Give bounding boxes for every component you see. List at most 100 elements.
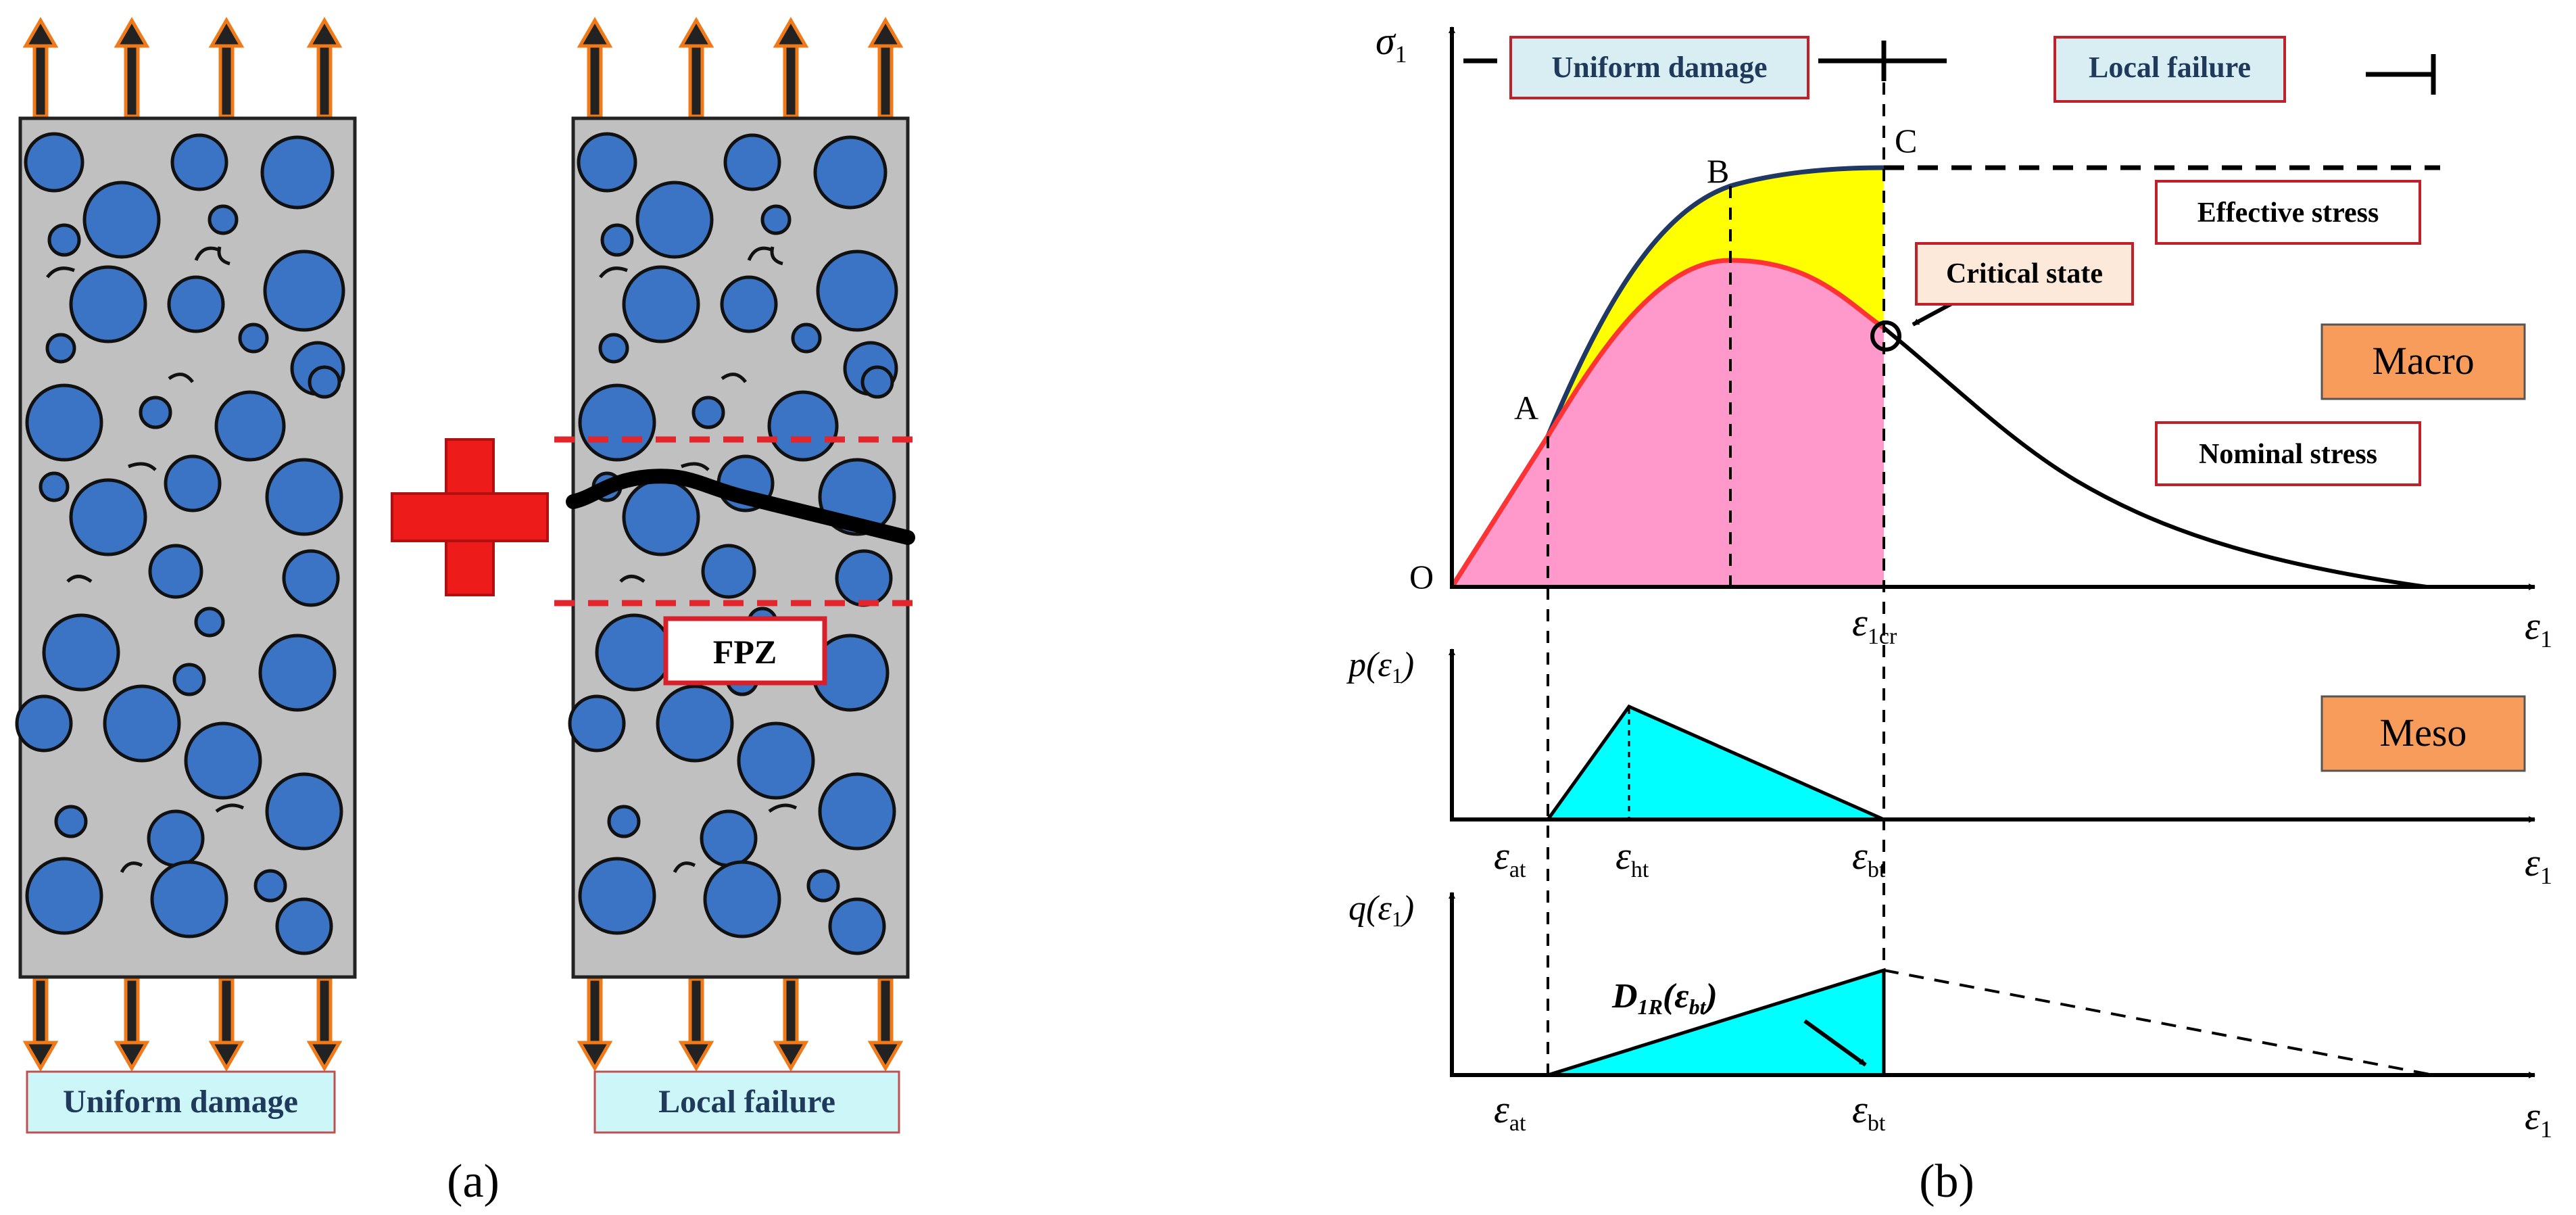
aggregates-left [15, 132, 345, 955]
microcrack [681, 462, 710, 471]
load-arrow [577, 17, 613, 118]
load-arrow [678, 977, 714, 1072]
microcrack [66, 575, 93, 583]
point-b: B [1707, 152, 1729, 190]
aggregate [69, 265, 147, 343]
aggregate [260, 135, 335, 210]
microcrack [673, 861, 696, 874]
load-arrow [773, 977, 809, 1072]
load-arrow [114, 977, 150, 1072]
panel-a: FPZ Uniform damage Local failure (a) [15, 17, 921, 1208]
aggregate [656, 684, 734, 763]
plus-icon [391, 438, 549, 596]
point-c: C [1895, 122, 1917, 160]
microcrack [215, 803, 245, 813]
aggregate [258, 634, 337, 712]
aggregate [172, 663, 206, 696]
aggregate [622, 265, 700, 343]
microcrack [217, 246, 230, 266]
aggregate [24, 132, 84, 193]
crack [566, 469, 915, 545]
nominal-stress-box [2155, 421, 2421, 486]
aggregate [760, 204, 792, 235]
aggregate [813, 135, 888, 210]
load-arrow [208, 17, 245, 118]
aggregate [265, 772, 343, 851]
aggregate [282, 549, 340, 607]
nominal-stress-curve-prepeak [1450, 258, 1886, 588]
aggregate [54, 805, 88, 838]
aggregate [275, 897, 333, 955]
aggregate [238, 323, 269, 354]
load-arrows-right [577, 17, 904, 1072]
local-failure-label-box [593, 1070, 900, 1134]
p-axis-label: p(ε1) [1346, 646, 1414, 688]
aggregate [42, 613, 120, 692]
aggregate [622, 478, 700, 556]
d1r-arrow [1803, 1019, 1867, 1067]
aggregates-right [568, 132, 898, 955]
load-arrow [867, 977, 904, 1072]
eps-ht-label: εht [1615, 834, 1649, 882]
aggregate [791, 323, 822, 354]
aggregate [164, 454, 222, 513]
d1r-label: D1R(εbt) [1611, 977, 1718, 1019]
eps-bt-label-p: εbt [1852, 834, 1886, 882]
aggregate [208, 204, 239, 235]
effective-stress-curve [1450, 165, 1885, 588]
q-extension-dashed [1883, 969, 2434, 1076]
load-arrow [773, 17, 809, 118]
aggregate [723, 133, 781, 191]
aggregate [194, 606, 225, 638]
aggregate [578, 857, 656, 935]
aggregate [39, 471, 70, 502]
aggregate [595, 613, 673, 692]
panel-b: Uniform damage Local failure Effective s… [1346, 19, 2552, 1208]
load-arrows-left [22, 17, 343, 1072]
nominal-stress-curve-postpeak [1882, 326, 2427, 589]
point-o: O [1409, 558, 1434, 596]
aggregate [25, 857, 103, 935]
aggregate [25, 383, 103, 462]
macro-x-axis-label: ε1 [2525, 604, 2552, 652]
aggregate [139, 396, 172, 429]
aggregate [82, 181, 161, 259]
uniform-damage-label-box [26, 1070, 336, 1134]
aggregate [263, 249, 345, 332]
load-arrow [867, 17, 904, 118]
uniform-damage-header-box [1509, 36, 1809, 99]
yellow-area [1548, 168, 1884, 436]
aggregate [720, 275, 778, 333]
point-a: A [1514, 389, 1538, 427]
aggregate [184, 721, 262, 800]
aggregate [600, 223, 634, 257]
aggregate [835, 549, 893, 607]
aggregate [150, 860, 228, 938]
microcrack [168, 373, 194, 383]
aggregate [737, 721, 815, 800]
aggregate [818, 772, 896, 851]
aggregate [265, 458, 343, 536]
aggregate [148, 544, 203, 599]
eps-1cr-label: ε1cr [1852, 600, 1897, 649]
microcrack [599, 266, 628, 279]
load-arrow [114, 17, 150, 118]
aggregate [170, 133, 228, 191]
aggregate [598, 333, 629, 364]
meso-q-x-axis-label: ε1 [2525, 1094, 2552, 1143]
aggregate [167, 275, 225, 333]
microcrack [747, 246, 773, 262]
aggregate [767, 390, 839, 462]
aggregate [577, 132, 637, 193]
aggregate [15, 694, 73, 753]
meso-label: Meso [2380, 711, 2467, 755]
critical-state-label: Critical state [1946, 258, 2103, 289]
aggregate [45, 333, 76, 364]
macro-box [2320, 323, 2526, 400]
aggregate [703, 860, 781, 938]
aggregate [568, 694, 626, 753]
aggregate [308, 365, 341, 399]
aggregate [253, 869, 287, 903]
aggregate [607, 805, 641, 838]
